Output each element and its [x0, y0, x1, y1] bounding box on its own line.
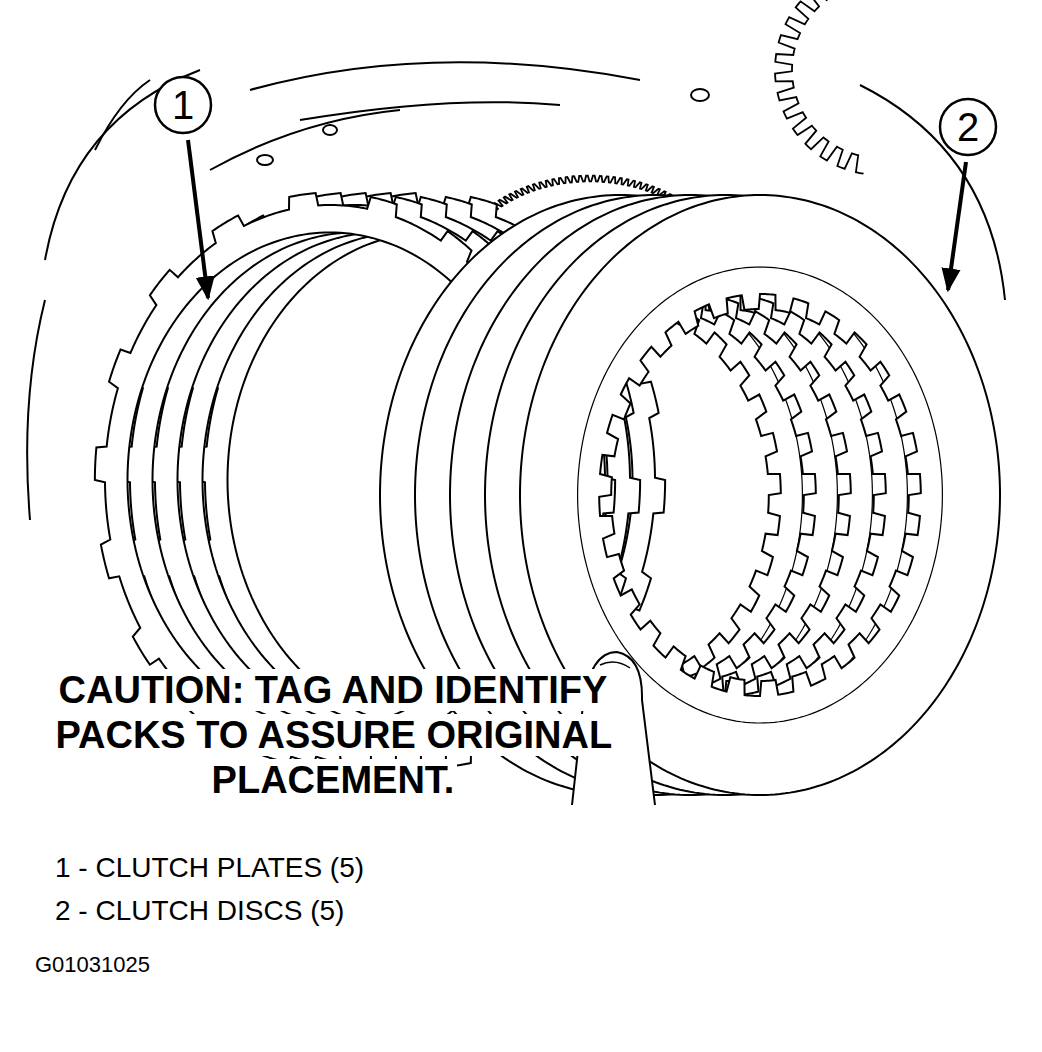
callout-number: 2: [940, 99, 996, 155]
callout-circles: [155, 77, 996, 155]
leader-arrows: [188, 140, 966, 298]
figure-id: G01031025: [35, 952, 150, 978]
legend-line: 1 - CLUTCH PLATES (5): [55, 852, 364, 884]
caution-note: CAUTION: TAG AND IDENTIFY PACKS TO ASSUR…: [53, 668, 614, 803]
callout-number: 1: [155, 77, 211, 133]
legend-line: 2 - CLUTCH DISCS (5): [55, 895, 344, 927]
fingernail: [600, 662, 630, 668]
caution-text: CAUTION: TAG AND IDENTIFY PACKS TO ASSUR…: [53, 669, 616, 801]
